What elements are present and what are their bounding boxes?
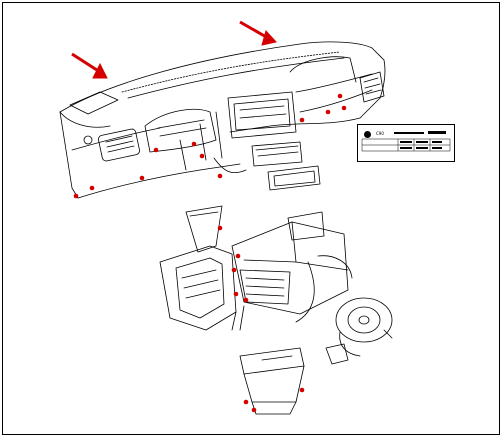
dashboard-assembly (59, 41, 386, 199)
floor-duct (239, 347, 305, 415)
label-dot-icon (364, 131, 371, 138)
indicator-arrows (71, 20, 277, 79)
blower-motor (325, 297, 393, 365)
fastener-markers (73, 93, 347, 413)
diagram-border (2, 2, 500, 435)
heater-unit (159, 205, 353, 331)
label-table-graphic (361, 131, 451, 152)
label-code: C90 (376, 131, 384, 136)
parts-label-box: C90 (357, 124, 455, 162)
